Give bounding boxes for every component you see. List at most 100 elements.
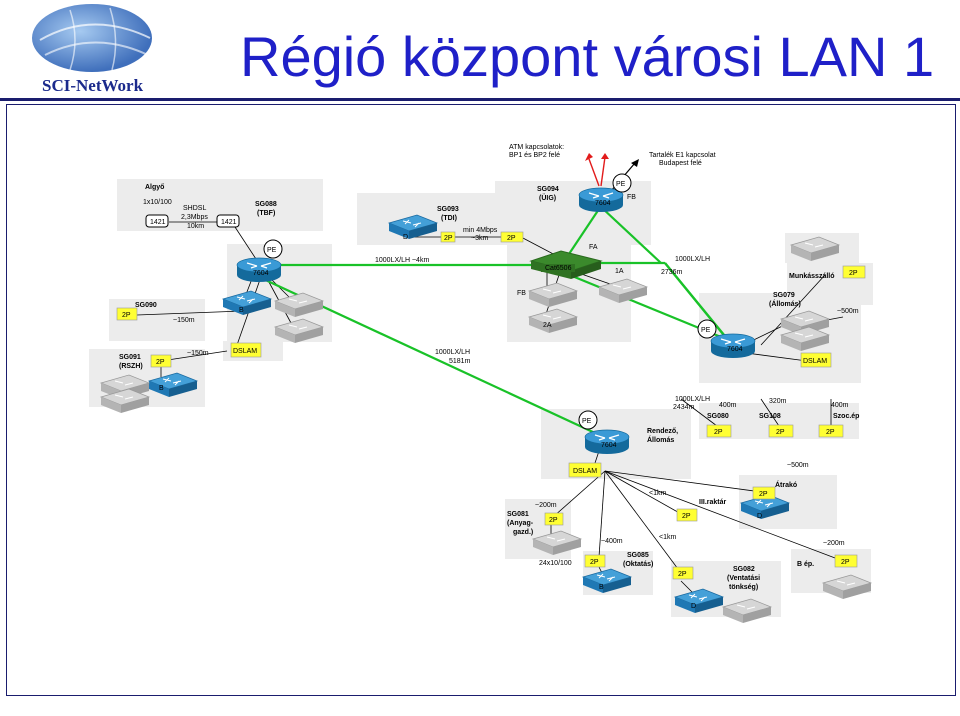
svg-text:III.raktár: III.raktár — [699, 499, 727, 506]
svg-text:FB: FB — [627, 194, 636, 201]
svg-text:(Ventatási: (Ventatási — [727, 575, 760, 582]
svg-text:SG108: SG108 — [759, 413, 781, 420]
svg-text:Szoc.ép: Szoc.ép — [833, 413, 859, 420]
svg-text:2P: 2P — [678, 571, 687, 578]
yellow-boxes — [116, 231, 866, 580]
svg-text:D: D — [403, 234, 408, 241]
svg-text:(Anyag-: (Anyag- — [507, 520, 534, 527]
svg-text:B: B — [239, 307, 244, 314]
svg-text:B: B — [599, 584, 604, 591]
svg-text:Rendező,: Rendező, — [647, 428, 678, 435]
top-notes: ATM kapcsolatok: BP1 és BP2 felé Tartalé… — [509, 144, 716, 167]
svg-text:7604: 7604 — [595, 200, 611, 207]
svg-text:~3km: ~3km — [471, 235, 488, 242]
router-rendezo: 7604 — [584, 429, 630, 455]
svg-text:1x10/100: 1x10/100 — [143, 199, 172, 206]
svg-text:5181m: 5181m — [449, 358, 471, 365]
svg-text:SG093: SG093 — [437, 206, 459, 213]
svg-text:SG091: SG091 — [119, 354, 141, 361]
cat6506-switch: Cat6506 — [529, 250, 603, 279]
svg-text:SG088: SG088 — [255, 201, 277, 208]
svg-text:SG090: SG090 — [135, 302, 157, 309]
svg-text:~400m: ~400m — [601, 538, 623, 545]
svg-text:(Oktatás): (Oktatás) — [623, 561, 653, 568]
svg-text:PE: PE — [616, 181, 626, 188]
svg-text:2,3Mbps: 2,3Mbps — [181, 214, 208, 221]
svg-text:10km: 10km — [187, 223, 204, 230]
svg-text:B: B — [159, 385, 164, 392]
svg-text:SG082: SG082 — [733, 566, 755, 573]
fiber-links-2 — [600, 206, 728, 340]
svg-text:SCI-NetWork: SCI-NetWork — [42, 76, 144, 95]
router-sg079: 7604 — [710, 333, 756, 359]
svg-text:1000LX/LH: 1000LX/LH — [675, 256, 710, 263]
svg-text:1000LX/LH ~4km: 1000LX/LH ~4km — [375, 257, 429, 264]
svg-text:2P: 2P — [590, 559, 599, 566]
svg-text:SG094: SG094 — [537, 186, 559, 193]
svg-text:DSLAM: DSLAM — [803, 358, 827, 365]
logo: SCI-NetWork — [0, 0, 230, 100]
svg-text:1421: 1421 — [221, 219, 237, 226]
svg-text:7604: 7604 — [727, 346, 743, 353]
svg-text:~150m: ~150m — [173, 317, 195, 324]
svg-text:(ÜIG): (ÜIG) — [539, 193, 556, 202]
svg-text:2P: 2P — [849, 270, 858, 277]
link-labels: 1x10/100 SHDSL 2,3Mbps 10km min 4Mbps ~3… — [143, 199, 859, 567]
svg-text:2P: 2P — [826, 429, 835, 436]
yellow-labels: 2P 2P 2P 2P DSLAM 2P DSLAM 2P 2P 2P DSLA… — [122, 235, 858, 578]
svg-text:2434m: 2434m — [673, 404, 695, 411]
svg-text:gazd.): gazd.) — [513, 529, 533, 536]
svg-text:SG085: SG085 — [627, 552, 649, 559]
svg-text:D: D — [757, 513, 762, 520]
svg-text:24x10/100: 24x10/100 — [539, 560, 572, 567]
svg-text:2P: 2P — [549, 517, 558, 524]
svg-text:SG079: SG079 — [773, 292, 795, 299]
svg-text:~500m: ~500m — [787, 462, 809, 469]
svg-text:ATM kapcsolatok:: ATM kapcsolatok: — [509, 144, 564, 151]
network-diagram: 7604 7604 7604 7604 PE PE PE PE Cat6506 — [89, 144, 873, 624]
svg-text:1421: 1421 — [150, 219, 166, 226]
svg-text:2P: 2P — [759, 491, 768, 498]
title-divider — [0, 98, 960, 101]
svg-text:(Állomás): (Állomás) — [769, 299, 801, 308]
diagram-frame: 7604 7604 7604 7604 PE PE PE PE Cat6506 — [6, 104, 956, 696]
svg-text:2P: 2P — [156, 359, 165, 366]
svg-text:B ép.: B ép. — [797, 561, 814, 568]
svg-text:Munkásszálló: Munkásszálló — [789, 273, 835, 280]
svg-text:<1km: <1km — [649, 490, 666, 497]
svg-text:Cat6506: Cat6506 — [545, 265, 572, 272]
svg-text:DSLAM: DSLAM — [573, 468, 597, 475]
svg-text:<1km: <1km — [659, 534, 676, 541]
svg-text:~500m: ~500m — [837, 308, 859, 315]
svg-text:2P: 2P — [122, 312, 131, 319]
svg-text:(TBF): (TBF) — [257, 210, 275, 217]
svg-text:~200m: ~200m — [823, 540, 845, 547]
svg-text:320m: 320m — [769, 398, 787, 405]
svg-text:2P: 2P — [507, 235, 516, 242]
svg-text:tönkség): tönkség) — [729, 584, 758, 591]
svg-text:2736m: 2736m — [661, 269, 683, 276]
svg-text:DSLAM: DSLAM — [233, 348, 257, 355]
svg-text:2P: 2P — [776, 429, 785, 436]
svg-text:Tartalék E1 kapcsolat: Tartalék E1 kapcsolat — [649, 152, 716, 159]
svg-text:SG080: SG080 — [707, 413, 729, 420]
slide-title: Régió központ városi LAN 1 — [240, 25, 935, 88]
svg-text:FB: FB — [517, 290, 526, 297]
svg-text:SHDSL: SHDSL — [183, 205, 206, 212]
switch-letters: D B B D B D FB FB FA 1A 2A — [159, 194, 762, 610]
svg-text:SG081: SG081 — [507, 511, 529, 518]
svg-text:~150m: ~150m — [187, 350, 209, 357]
site-labels: Algyő SG088 (TBF) SG093 (TDI) SG094 (ÜIG… — [119, 184, 859, 591]
svg-text:(TDI): (TDI) — [441, 215, 457, 222]
svg-text:1000LX/LH: 1000LX/LH — [675, 396, 710, 403]
svg-text:1000LX/LH: 1000LX/LH — [435, 349, 470, 356]
svg-text:Algyő: Algyő — [145, 184, 164, 191]
svg-text:2A: 2A — [543, 322, 552, 329]
router-core: 7604 — [578, 187, 624, 213]
svg-text:400m: 400m — [831, 402, 849, 409]
pe-badges: PE PE PE PE — [263, 173, 717, 430]
svg-text:2P: 2P — [682, 513, 691, 520]
svg-text:400m: 400m — [719, 402, 737, 409]
svg-text:1A: 1A — [615, 268, 624, 275]
svg-text:2P: 2P — [714, 429, 723, 436]
